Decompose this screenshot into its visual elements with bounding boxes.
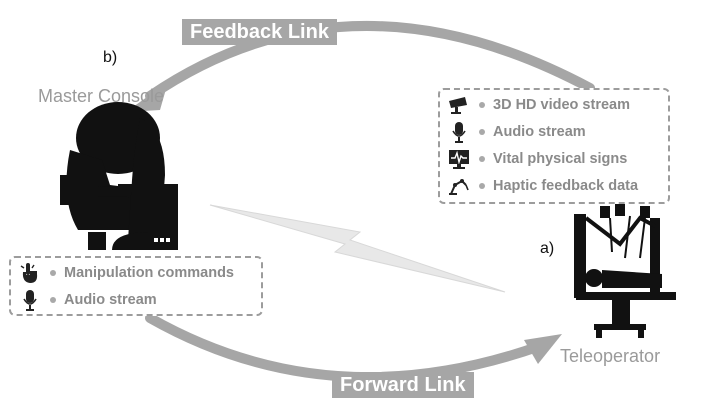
feedback-item: Haptic feedback data — [448, 173, 638, 199]
forward-item-label: Manipulation commands — [64, 265, 234, 281]
forward-item-label: Audio stream — [64, 292, 157, 308]
forward-item: Manipulation commands — [19, 260, 234, 286]
bullet-dot — [479, 129, 485, 135]
forward-arrowhead — [524, 334, 562, 364]
feedback-item-label: Audio stream — [493, 124, 586, 140]
feedback-link-arc — [145, 20, 595, 101]
surgeon-console-icon — [60, 102, 178, 250]
camera-icon — [448, 94, 470, 116]
feedback-item: 3D HD video stream — [448, 92, 630, 118]
feedback-item-label: 3D HD video stream — [493, 97, 630, 113]
forward-item: Audio stream — [19, 287, 157, 313]
wireless-link-icon — [209, 204, 506, 293]
microphone-icon — [19, 289, 41, 311]
forward-link-arc — [145, 313, 545, 383]
microphone-icon — [448, 121, 470, 143]
feedback-data-box: 3D HD video stream Audio stream Vital ph… — [438, 88, 670, 204]
vital-monitor-icon — [448, 148, 470, 170]
feedback-item: Audio stream — [448, 119, 586, 145]
feedback-item-label: Haptic feedback data — [493, 178, 639, 194]
feedback-item-label: Vital physical signs — [493, 151, 628, 167]
robot-arm-icon — [448, 175, 470, 197]
feedback-link-banner: Feedback Link — [182, 19, 337, 45]
panel-a-label: a) — [540, 240, 555, 257]
bullet-dot — [50, 297, 56, 303]
master-console-title: Master Console — [38, 86, 165, 106]
bullet-dot — [479, 156, 485, 162]
bullet-dot — [50, 270, 56, 276]
surgical-robot-icon — [574, 204, 660, 298]
feedback-arrowhead — [126, 82, 168, 112]
forward-link-banner: Forward Link — [332, 372, 474, 398]
bullet-dot — [479, 183, 485, 189]
forward-data-box: Manipulation commands Audio stream — [9, 256, 263, 316]
patient-on-table-icon — [576, 269, 676, 338]
feedback-item: Vital physical signs — [448, 146, 627, 172]
teleoperator-title: Teleoperator — [560, 346, 661, 366]
hand-pointer-icon — [19, 262, 41, 284]
panel-b-label: b) — [103, 49, 118, 66]
bullet-dot — [479, 102, 485, 108]
